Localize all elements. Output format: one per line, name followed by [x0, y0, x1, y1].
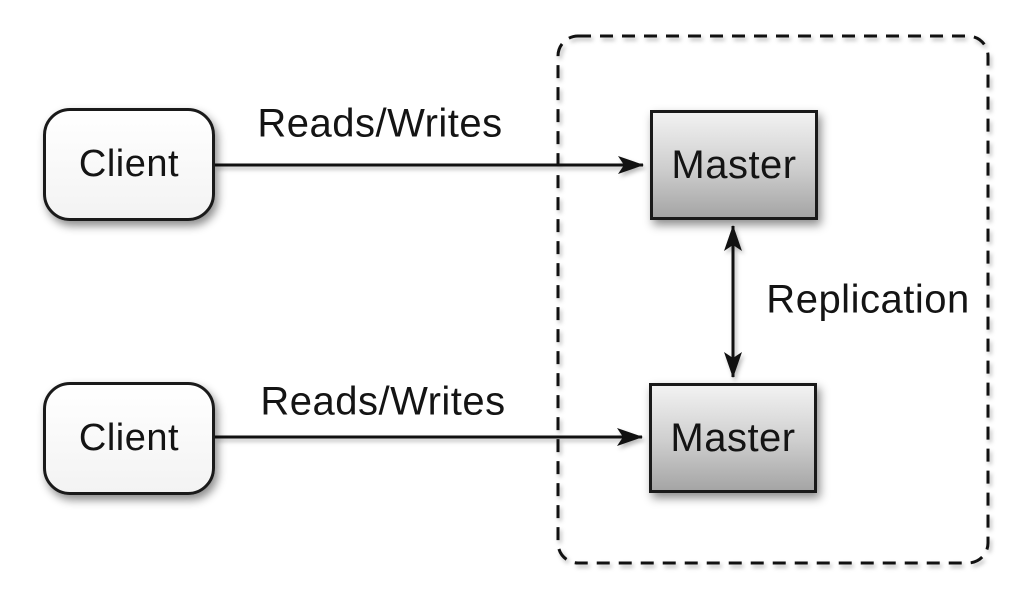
replication-zone-border: [556, 34, 990, 565]
node-client-1: Client: [43, 108, 215, 221]
edge-label-replication: Replication: [766, 277, 970, 322]
node-master-2: Master: [649, 383, 817, 493]
node-client-2: Client: [43, 382, 215, 495]
edge-label-reads-writes-bottom: Reads/Writes: [260, 379, 506, 424]
node-master-1: Master: [650, 110, 818, 220]
node-client-2-label: Client: [78, 417, 180, 459]
node-client-1-label: Client: [78, 143, 180, 185]
node-master-1-label: Master: [671, 142, 797, 187]
edge-label-reads-writes-top: Reads/Writes: [257, 101, 503, 146]
node-master-2-label: Master: [670, 415, 796, 460]
